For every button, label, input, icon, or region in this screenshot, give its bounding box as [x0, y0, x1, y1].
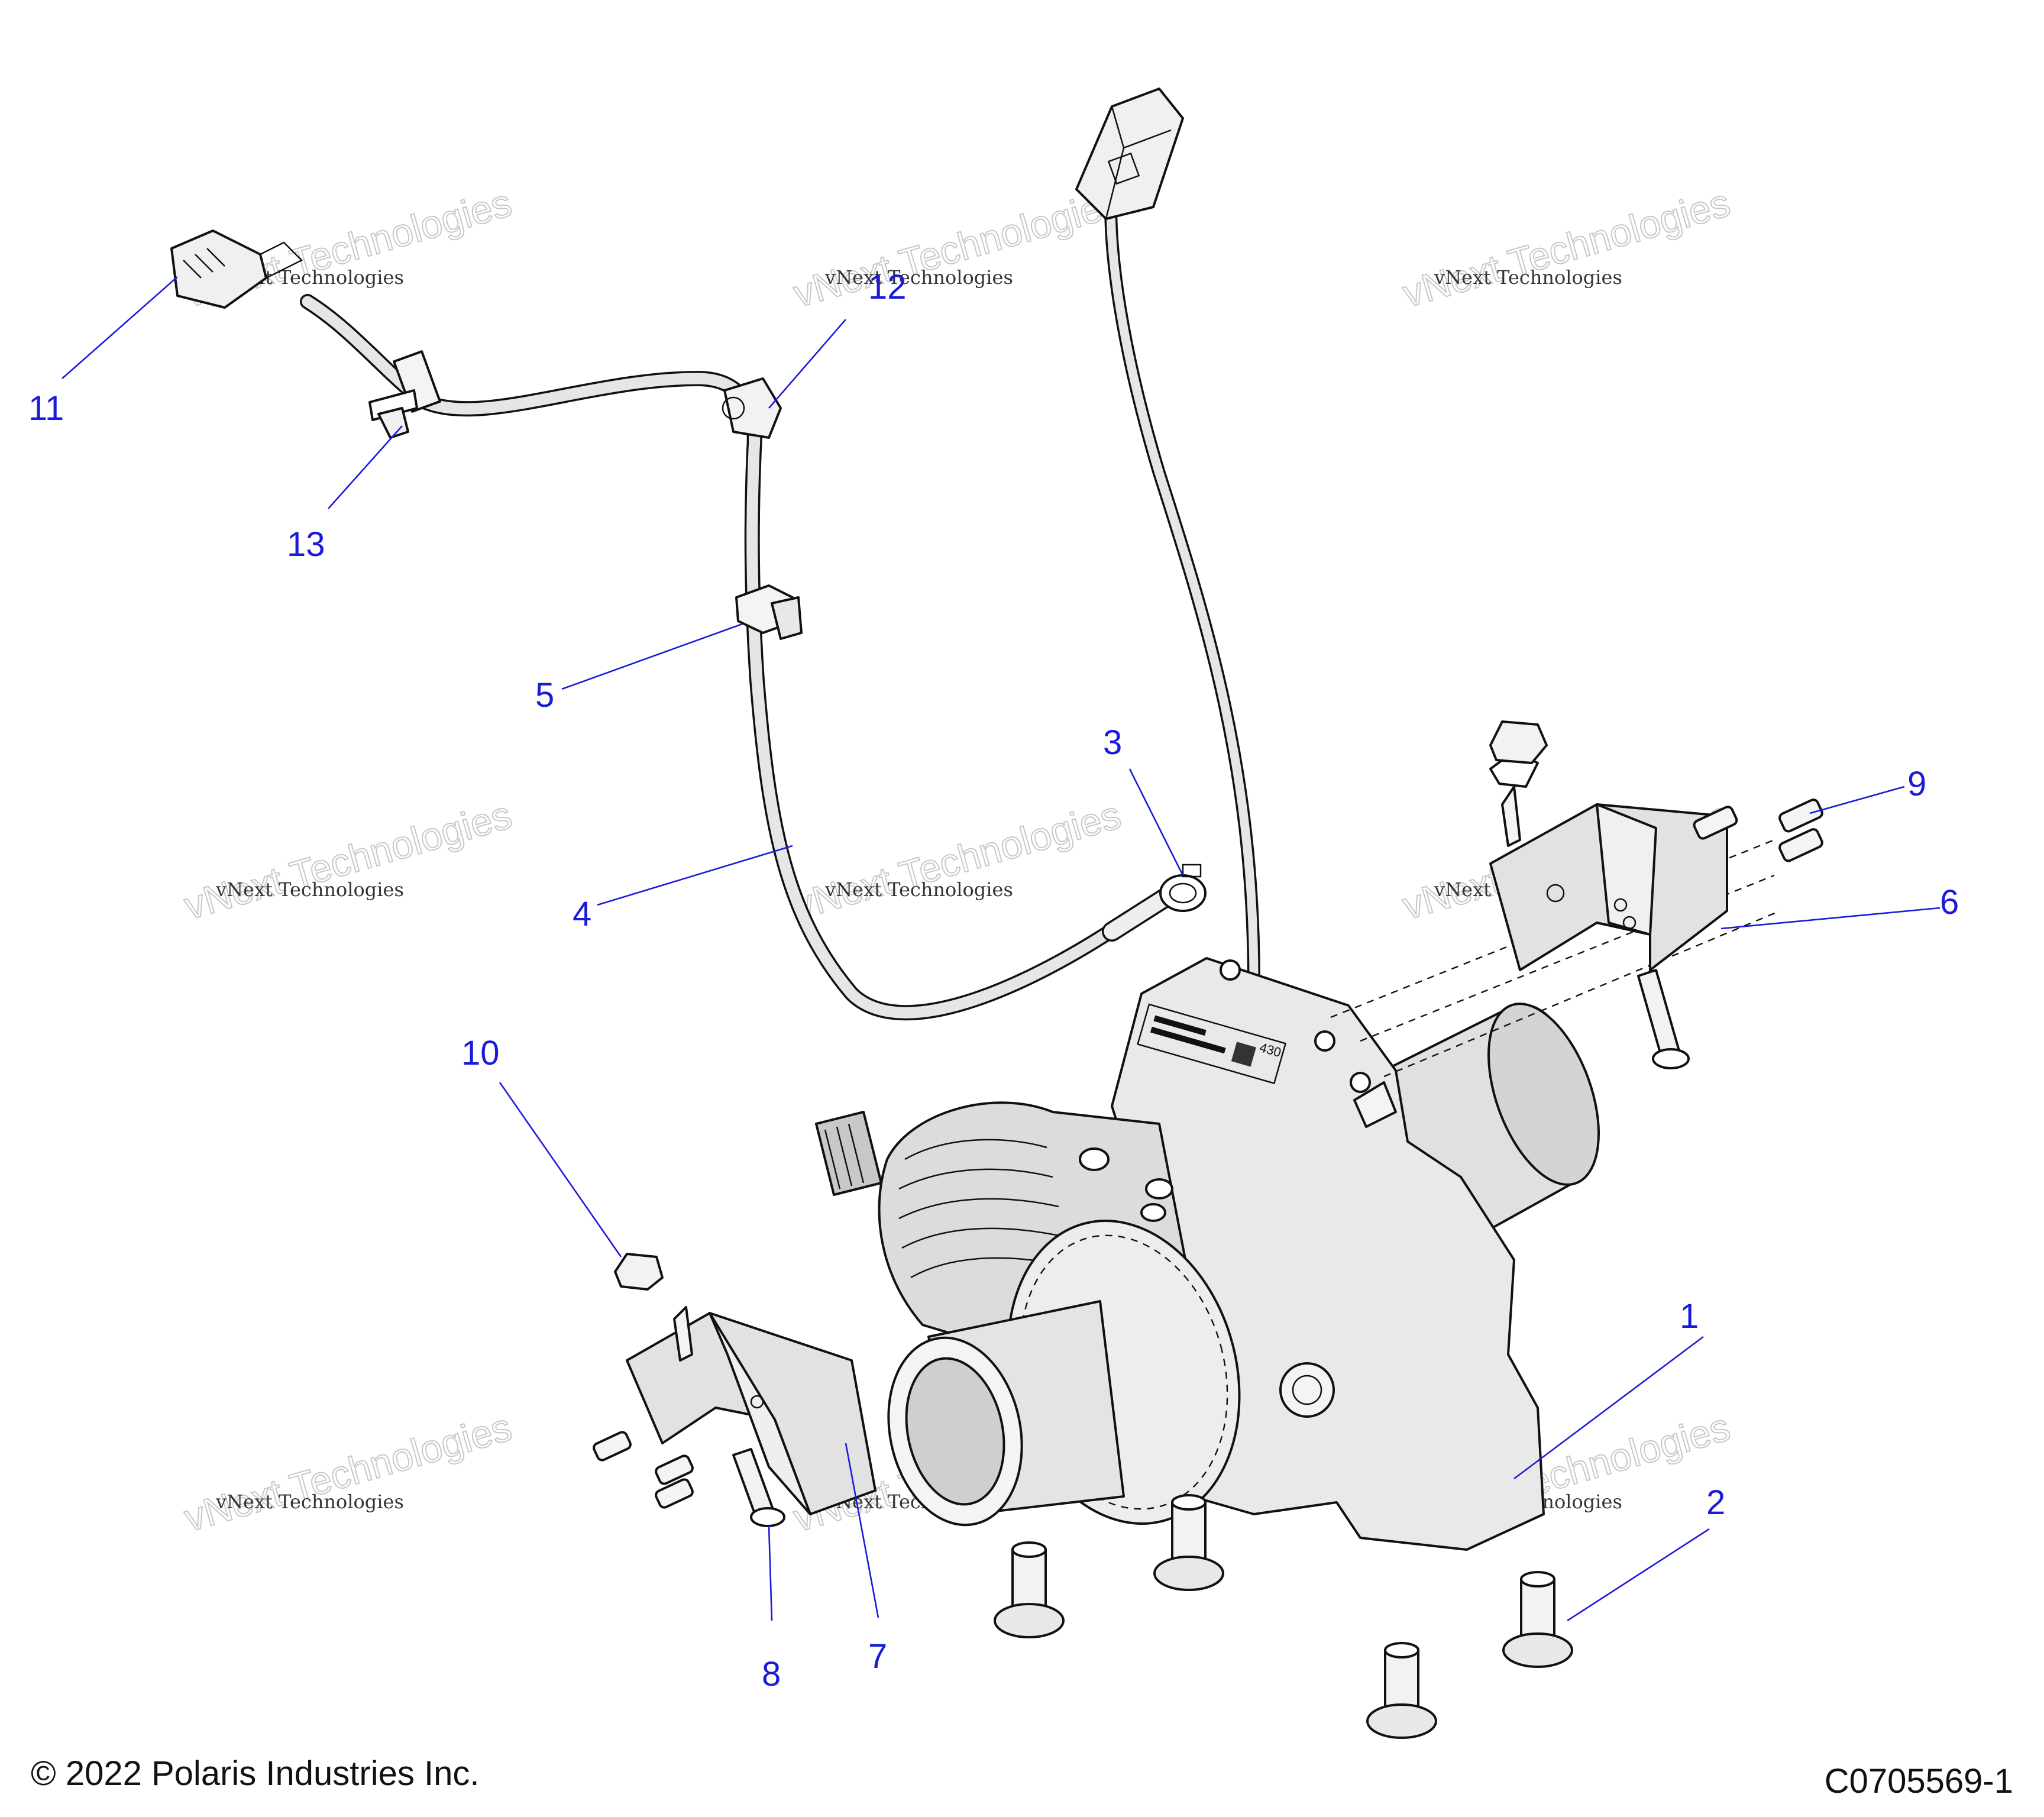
callout-10: 10 [461, 1034, 500, 1072]
flange-bolt [1153, 1494, 1224, 1591]
watermark-mid-left: vNext Technologies [179, 792, 516, 929]
gearcase-decal: 430 [1137, 1003, 1287, 1085]
alignment-line [1383, 910, 1781, 1078]
watermark-top-right: vNext Technologies [1397, 180, 1735, 316]
left-bracket-bolt [732, 1448, 785, 1527]
callout-13: 13 [287, 525, 325, 564]
left-bracket-nut [614, 1253, 664, 1291]
watermark-outline: vNext Technologies [788, 793, 1125, 928]
callout-12: 12 [868, 268, 907, 306]
callout-4: 4 [573, 895, 591, 933]
alignment-line [1360, 874, 1775, 1042]
watermark-text: vNext Technologies [215, 878, 404, 901]
callout-7: 7 [868, 1637, 887, 1676]
harness-clamp [722, 377, 782, 439]
left-sensor-bracket [626, 1306, 877, 1515]
left-bracket-screws [593, 1431, 694, 1509]
callout-6: 6 [1940, 883, 1959, 922]
watermark-text: vNext Technologies [1434, 266, 1622, 289]
bracket-screws [1693, 798, 1823, 862]
sensor-connector [1075, 88, 1184, 220]
watermark-top-center: vNext Technologies [788, 180, 1126, 316]
watermark-text: vNext Technologies [824, 878, 1013, 901]
watermark-outline: vNext Technologies [1398, 180, 1734, 316]
watermark-outline: vNext Technologies [179, 793, 516, 928]
hose-clamp [1159, 864, 1207, 912]
callout-1: 1 [1680, 1297, 1699, 1336]
flange-bolt [1502, 1571, 1573, 1668]
gearcase-assembly: 430 [815, 957, 1600, 1551]
watermark-text: vNext Technologies [215, 1491, 404, 1513]
harness-mount-clip [735, 584, 803, 640]
leader-lines [62, 276, 1940, 1622]
flange-bolt [1366, 1642, 1437, 1739]
callout-5: 5 [535, 676, 554, 714]
watermark-mid-center: vNext Technologies [788, 792, 1126, 929]
diagram-id: C0705569-1 [1824, 1762, 2013, 1800]
bracket-nut-upper [1489, 720, 1548, 764]
sensor-cable [1104, 171, 1260, 988]
watermark-text: vNext Technologies [824, 266, 1013, 289]
bracket-bolt-lower [1637, 969, 1690, 1069]
harness-connector [170, 229, 303, 309]
watermark-outline: vNext Technologies [179, 1405, 516, 1540]
watermark-outline: vNext Technologies [788, 180, 1125, 316]
callout-3: 3 [1103, 723, 1122, 762]
push-pin-clip [368, 350, 441, 439]
flange-bolt [994, 1541, 1065, 1638]
callout-11: 11 [28, 389, 64, 428]
callout-8: 8 [762, 1655, 781, 1693]
callout-labels: 1 2 3 4 5 6 7 8 9 10 11 12 13 [28, 268, 1959, 1693]
watermark-bottom-left: vNext Technologies [179, 1404, 516, 1541]
callout-9: 9 [1907, 765, 1926, 803]
right-sensor-bracket [1489, 750, 1728, 971]
copyright-text: © 2022 Polaris Industries Inc. [31, 1754, 480, 1793]
callout-2: 2 [1706, 1483, 1725, 1522]
